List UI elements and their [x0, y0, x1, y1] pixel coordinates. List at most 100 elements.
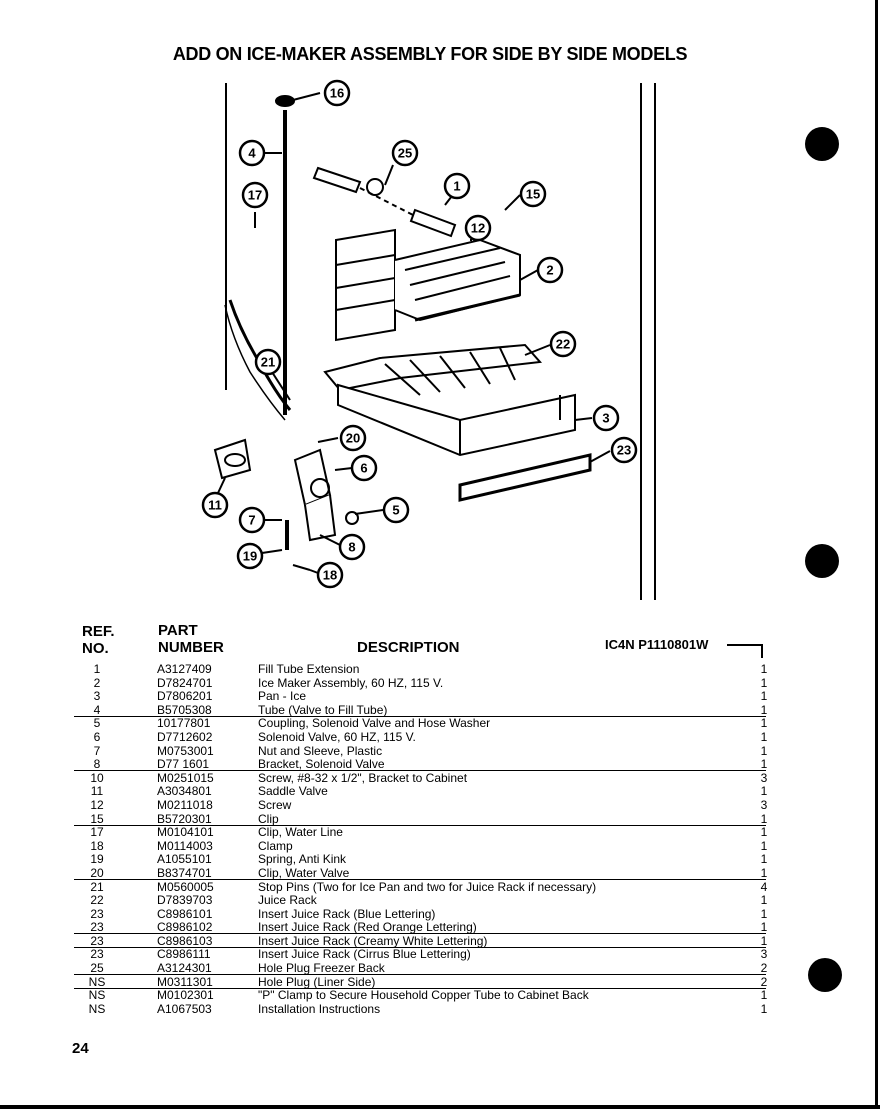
ref-no: 18	[90, 838, 104, 853]
callout-label: 17	[248, 188, 262, 203]
quantity: 1	[760, 811, 768, 826]
ref-no: 2	[93, 675, 101, 690]
callout-label: 5	[392, 503, 399, 518]
part-number: A3034801	[157, 784, 212, 799]
part-number: A1055101	[157, 852, 212, 867]
description: Clamp	[258, 838, 293, 853]
description: Spring, Anti Kink	[258, 852, 347, 867]
ref-no: 17	[90, 825, 104, 840]
ref-no: 23	[90, 933, 104, 948]
callout-23: 23	[610, 436, 638, 464]
page-edge-bottom	[0, 1105, 880, 1109]
callout-17: 17	[241, 181, 269, 209]
callout-label: 4	[248, 146, 256, 161]
description: Clip, Water Valve	[258, 865, 350, 880]
part-row: 8 D77 1601 Bracket, Solenoid Valve 1	[0, 758, 880, 772]
catalog-code-arrow	[727, 644, 763, 646]
ref-no: 10	[90, 770, 104, 785]
quantity: 1	[760, 988, 768, 1003]
quantity: 1	[760, 1001, 768, 1016]
part-number: D77 1601	[157, 757, 210, 772]
callout-label: 2	[546, 263, 553, 278]
ref-no: 23	[90, 920, 104, 935]
quantity: 1	[760, 893, 768, 908]
description: Ice Maker Assembly, 60 HZ, 115 V.	[258, 675, 444, 690]
callout-5: 5	[382, 496, 410, 524]
part-number: A1067503	[157, 1001, 212, 1016]
catalog-code-arrow-stem	[761, 644, 763, 658]
part-number-header: PART NUMBER	[158, 622, 224, 656]
ref-no: 5	[93, 716, 101, 731]
callout-19: 19	[236, 542, 264, 570]
ref-no: 20	[90, 865, 104, 880]
part-number: C8986111	[157, 947, 211, 962]
description: Installation Instructions	[258, 1001, 381, 1016]
description: Tube (Valve to Fill Tube)	[258, 702, 388, 717]
callout-25: 25	[391, 139, 419, 167]
ref-no: NS	[88, 974, 106, 989]
catalog-code: IC4N P1110801W	[605, 637, 709, 652]
callout-label: 7	[248, 513, 255, 528]
callout-label: 12	[471, 221, 485, 236]
quantity: 2	[760, 974, 768, 989]
ref-no: NS	[88, 1001, 106, 1016]
part-number: M0311301	[157, 974, 213, 989]
part-number: B5720301	[157, 811, 212, 826]
callout-label: 25	[398, 146, 412, 161]
quantity: 1	[760, 743, 768, 758]
callout-11: 11	[201, 491, 229, 519]
callout-label: 6	[360, 461, 367, 476]
description: Screw, #8-32 x 1/2", Bracket to Cabinet	[258, 770, 468, 785]
description: Insert Juice Rack (Blue Lettering)	[258, 906, 436, 921]
description: Clip	[258, 811, 279, 826]
ref-no: 23	[90, 906, 104, 921]
callout-label: 16	[330, 86, 344, 101]
quantity: 4	[760, 879, 768, 894]
callout-label: 22	[556, 337, 570, 352]
callout-label: 1	[453, 179, 460, 194]
callout-7: 7	[238, 506, 266, 534]
description: Clip, Water Line	[258, 825, 343, 840]
description-header: DESCRIPTION	[357, 639, 460, 656]
ref-no: 6	[93, 729, 101, 744]
page-edge-right	[875, 0, 878, 1109]
description: Bracket, Solenoid Valve	[258, 757, 385, 772]
quantity: 1	[760, 865, 768, 880]
ref-no: 8	[93, 757, 101, 772]
part-number: A3124301	[157, 961, 212, 976]
quantity: 1	[760, 784, 768, 799]
page-title: ADD ON ICE-MAKER ASSEMBLY FOR SIDE BY SI…	[172, 44, 688, 64]
ref-no: 3	[93, 689, 101, 704]
description: Juice Rack	[258, 893, 317, 908]
callout-label: 23	[617, 443, 631, 458]
part-number: C8986103	[157, 933, 213, 948]
part-number: M0753001	[157, 743, 214, 758]
callout-12: 12	[464, 214, 492, 242]
part-number: B5705308	[157, 702, 212, 717]
quantity: 1	[760, 757, 768, 772]
description: Insert Juice Rack (Cirrus Blue Lettering…	[258, 947, 471, 962]
description: "P" Clamp to Secure Household Copper Tub…	[258, 988, 589, 1003]
callout-label: 18	[323, 568, 337, 583]
ref-no: 21	[90, 879, 104, 894]
callout-22: 22	[549, 330, 577, 358]
quantity: 3	[760, 797, 768, 812]
quantity: 1	[760, 933, 768, 948]
part-number: D7839703	[157, 893, 213, 908]
ref-header-line1: REF.	[82, 623, 115, 640]
binder-hole-icon	[805, 127, 839, 161]
